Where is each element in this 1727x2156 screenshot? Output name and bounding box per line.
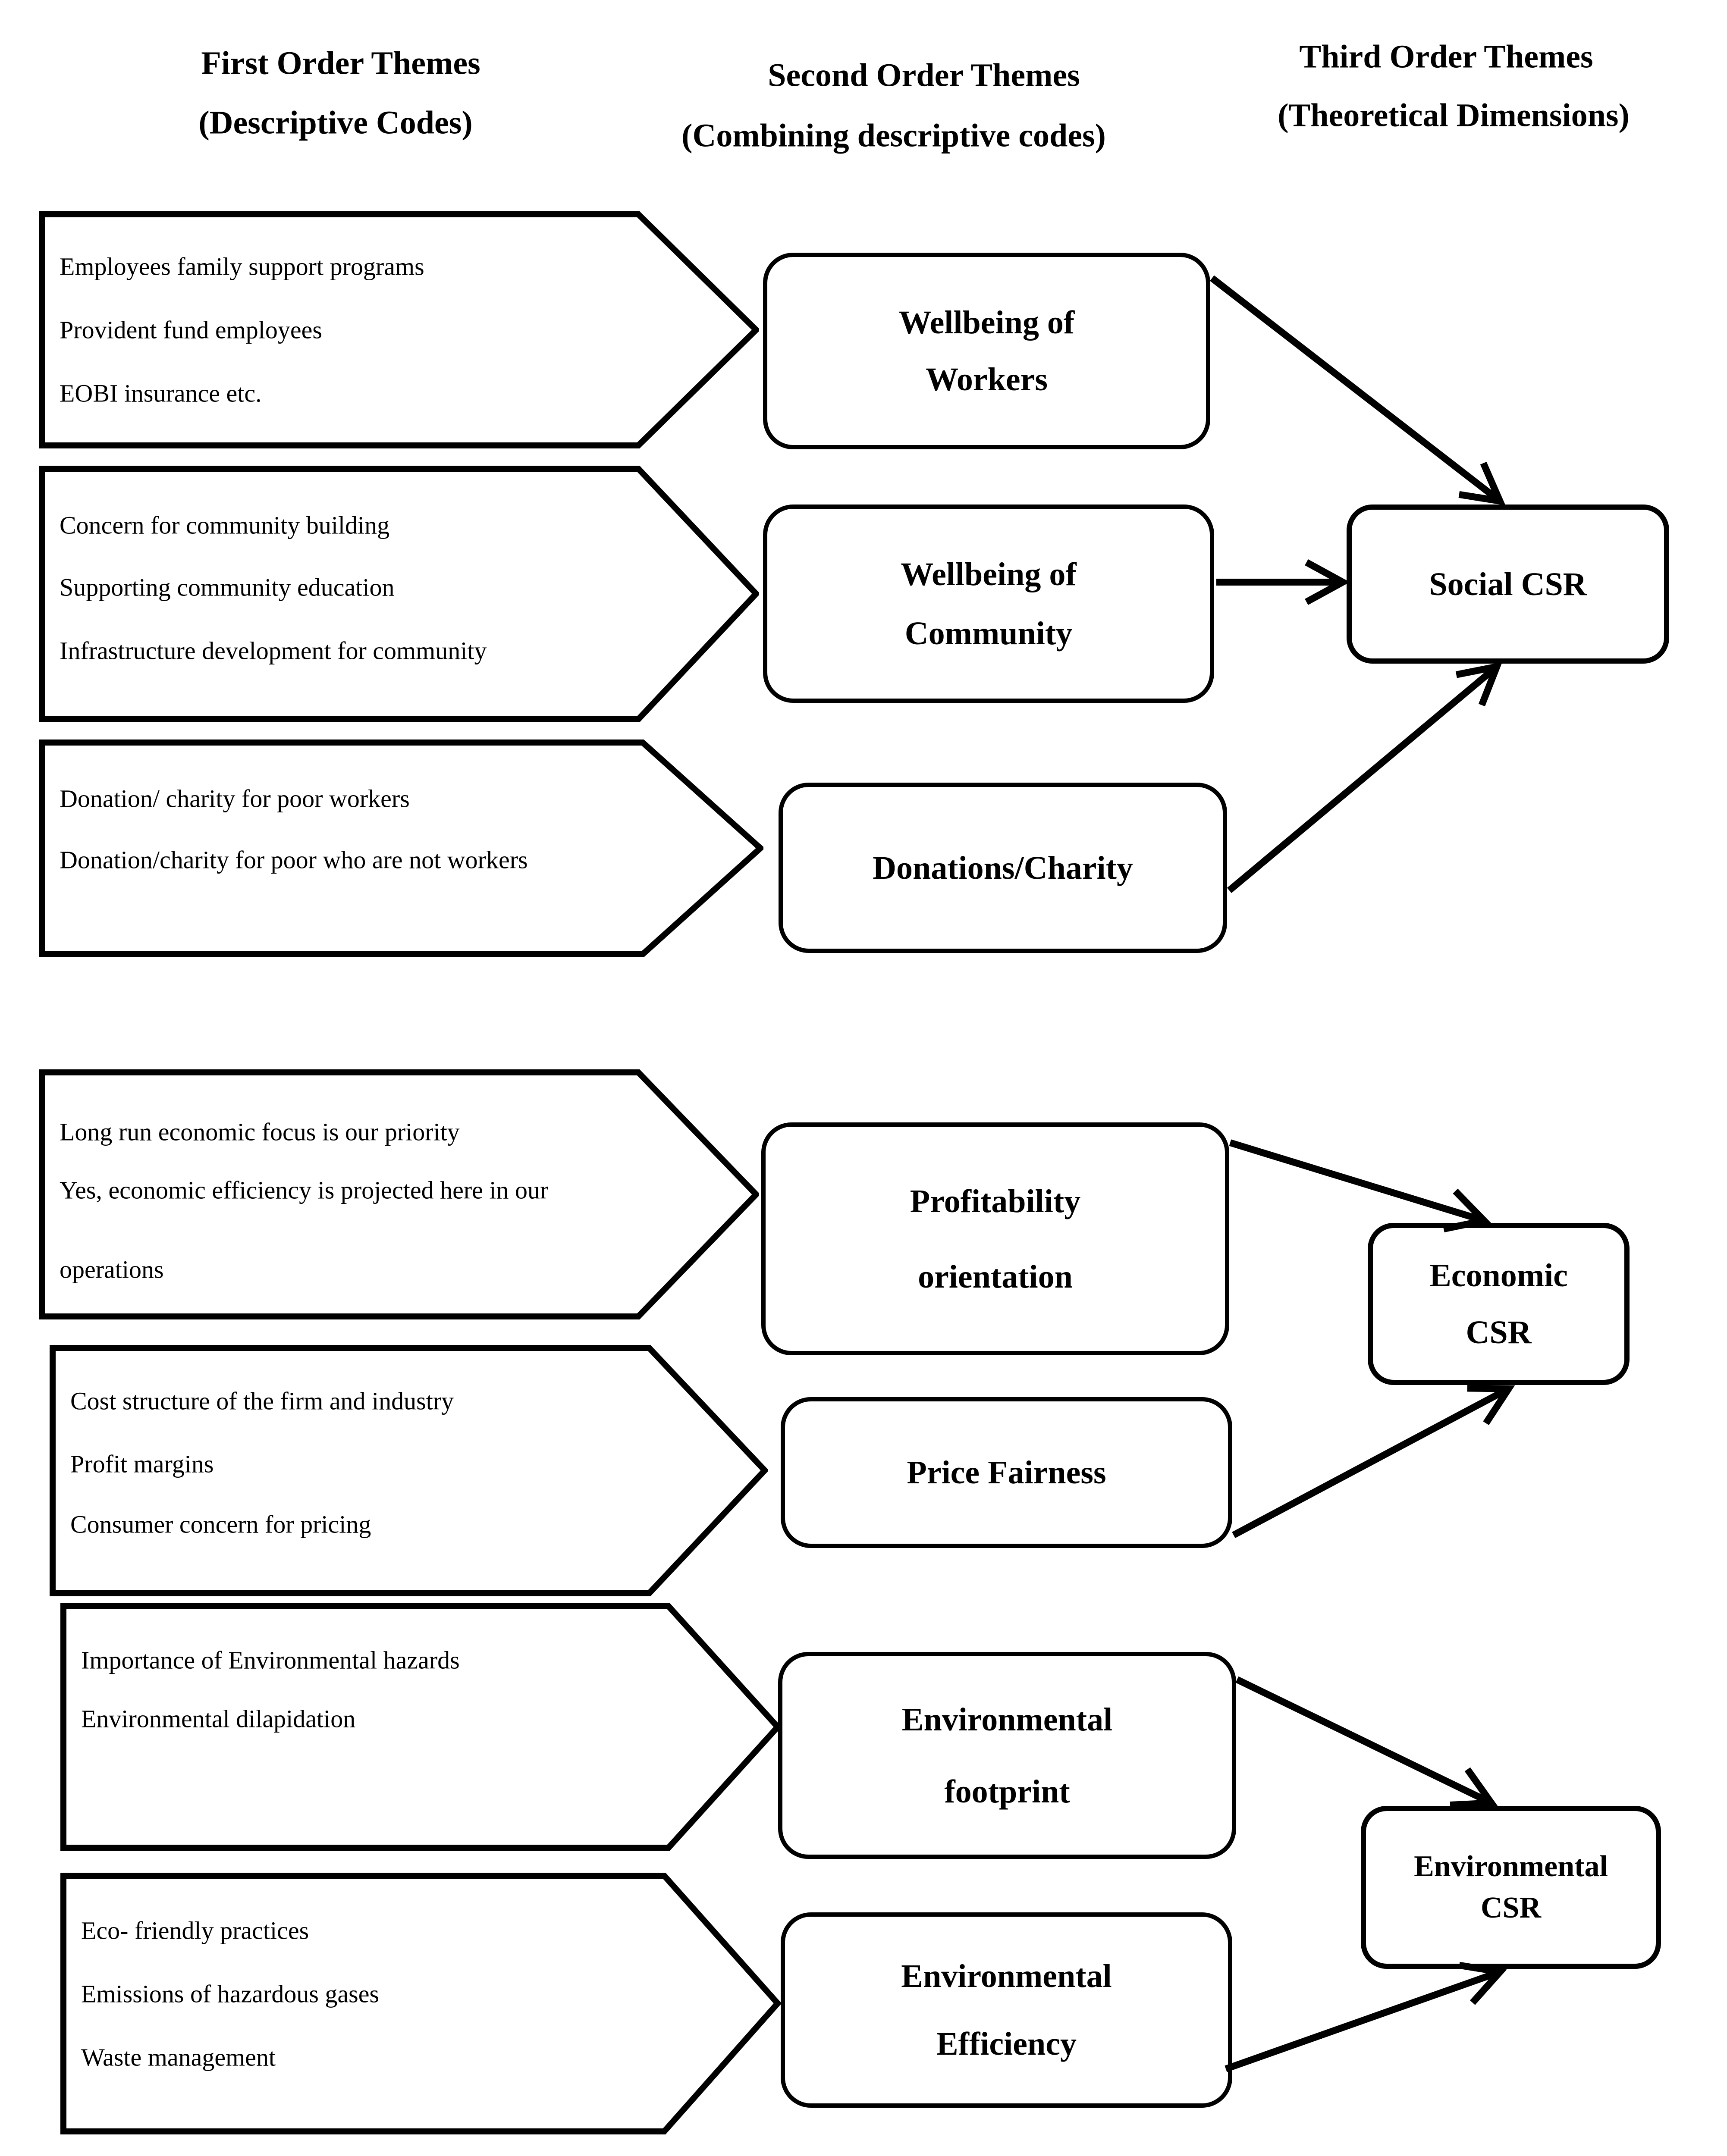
dimension-label-line: CSR xyxy=(1480,1891,1542,1924)
code-text: Eco- friendly practices xyxy=(81,1916,309,1945)
pentagon-shape xyxy=(39,466,759,722)
code-text: Cost structure of the firm and industry xyxy=(70,1387,454,1415)
pentagon-shape xyxy=(60,1603,781,1851)
code-text: Donation/charity for poor who are not wo… xyxy=(60,846,528,874)
theme-label-line: Profitability xyxy=(910,1183,1081,1219)
pentagon-shape xyxy=(60,1873,781,2134)
code-text: Importance of Environmental hazards xyxy=(81,1646,460,1674)
first-order-box-donations: Donation/ charity for poor workers Donat… xyxy=(39,740,763,957)
code-text: EOBI insurance etc. xyxy=(60,379,262,407)
arrow-workers-to-social-csr xyxy=(1210,275,1506,506)
code-text: Supporting community education xyxy=(60,573,395,602)
code-text: Employees family support programs xyxy=(60,252,424,281)
code-text: Profit margins xyxy=(70,1450,214,1478)
dimension-label-line: Social CSR xyxy=(1429,566,1587,602)
second-order-box-price-fairness: Price Fairness xyxy=(781,1397,1232,1548)
code-text: Infrastructure development for community xyxy=(60,636,487,665)
pentagon-shape xyxy=(39,740,763,957)
second-order-box-environmental-efficiency: Environmental Efficiency xyxy=(781,1912,1232,2108)
second-order-box-wellbeing-community: Wellbeing of Community xyxy=(763,505,1214,703)
pentagon-shape xyxy=(39,1069,759,1319)
code-text: Long run economic focus is our priority xyxy=(60,1118,460,1146)
theme-label-line: Community xyxy=(904,615,1073,652)
pentagon-shape xyxy=(50,1345,768,1596)
theme-label-line: Efficiency xyxy=(936,2026,1077,2062)
theme-label-line: Price Fairness xyxy=(907,1454,1106,1491)
code-text: Yes, economic efficiency is projected he… xyxy=(60,1176,549,1204)
theme-label-line: Wellbeing of xyxy=(898,304,1075,341)
third-order-box-economic-csr: Economic CSR xyxy=(1368,1223,1630,1385)
arrow-efficiency-to-environmental-csr xyxy=(1225,1962,1507,2072)
arrow-footprint-to-environmental-csr xyxy=(1235,1676,1498,1808)
arrow-donations-to-social-csr xyxy=(1227,662,1503,893)
code-text: Consumer concern for pricing xyxy=(70,1510,371,1539)
theme-label-line: footprint xyxy=(944,1773,1070,1810)
theme-label-line: Wellbeing of xyxy=(901,556,1077,592)
dimension-label-line: Environmental xyxy=(1414,1850,1608,1883)
first-order-header-title: First Order Themes xyxy=(201,45,480,81)
first-order-box-cost-structure: Cost structure of the firm and industry … xyxy=(50,1345,768,1596)
first-order-box-community: Concern for community building Supportin… xyxy=(39,466,759,722)
second-order-box-donations-charity: Donations/Charity xyxy=(779,783,1227,953)
first-order-box-worker-support: Employees family support programs Provid… xyxy=(39,211,759,448)
code-text: Environmental dilapidation xyxy=(81,1705,356,1733)
theme-label-line: Environmental xyxy=(901,1958,1112,1994)
code-text: Emissions of hazardous gases xyxy=(81,1980,380,2008)
theme-label-line: Donations/Charity xyxy=(873,849,1133,886)
first-order-header-subtitle: (Descriptive Codes) xyxy=(198,104,473,141)
theme-label-line: orientation xyxy=(918,1258,1073,1295)
third-order-box-environmental-csr: Environmental CSR xyxy=(1361,1806,1661,1969)
arrow-profitability-to-economic-csr xyxy=(1229,1139,1491,1233)
pentagon-shape xyxy=(39,211,759,448)
dimension-label-line: Economic xyxy=(1429,1257,1568,1294)
code-text: Provident fund employees xyxy=(60,316,322,344)
theme-label-line: Environmental xyxy=(901,1701,1113,1738)
second-order-box-wellbeing-workers: Wellbeing of Workers xyxy=(763,253,1210,449)
code-text: operations xyxy=(60,1255,164,1284)
code-text: Donation/ charity for poor workers xyxy=(60,784,410,813)
theme-label-line: Workers xyxy=(926,361,1048,398)
second-order-header-title: Second Order Themes xyxy=(768,57,1080,94)
second-order-header-subtitle: (Combining descriptive codes) xyxy=(681,117,1106,154)
dimension-label-line: CSR xyxy=(1466,1314,1532,1351)
third-order-header-subtitle: (Theoretical Dimensions) xyxy=(1278,97,1630,134)
first-order-box-environmental-hazards: Importance of Environmental hazards Envi… xyxy=(60,1603,781,1851)
second-order-box-profitability: Profitability orientation xyxy=(761,1122,1229,1355)
first-order-box-economic-focus: Long run economic focus is our priority … xyxy=(39,1069,759,1319)
third-order-box-social-csr: Social CSR xyxy=(1347,505,1669,664)
arrow-pricefairness-to-economic-csr xyxy=(1232,1385,1515,1539)
code-text: Concern for community building xyxy=(60,511,390,539)
code-text: Waste management xyxy=(81,2043,276,2071)
second-order-box-environmental-footprint: Environmental footprint xyxy=(778,1652,1236,1859)
first-order-box-eco-practices: Eco- friendly practices Emissions of haz… xyxy=(60,1873,781,2134)
third-order-header-title: Third Order Themes xyxy=(1299,38,1593,75)
